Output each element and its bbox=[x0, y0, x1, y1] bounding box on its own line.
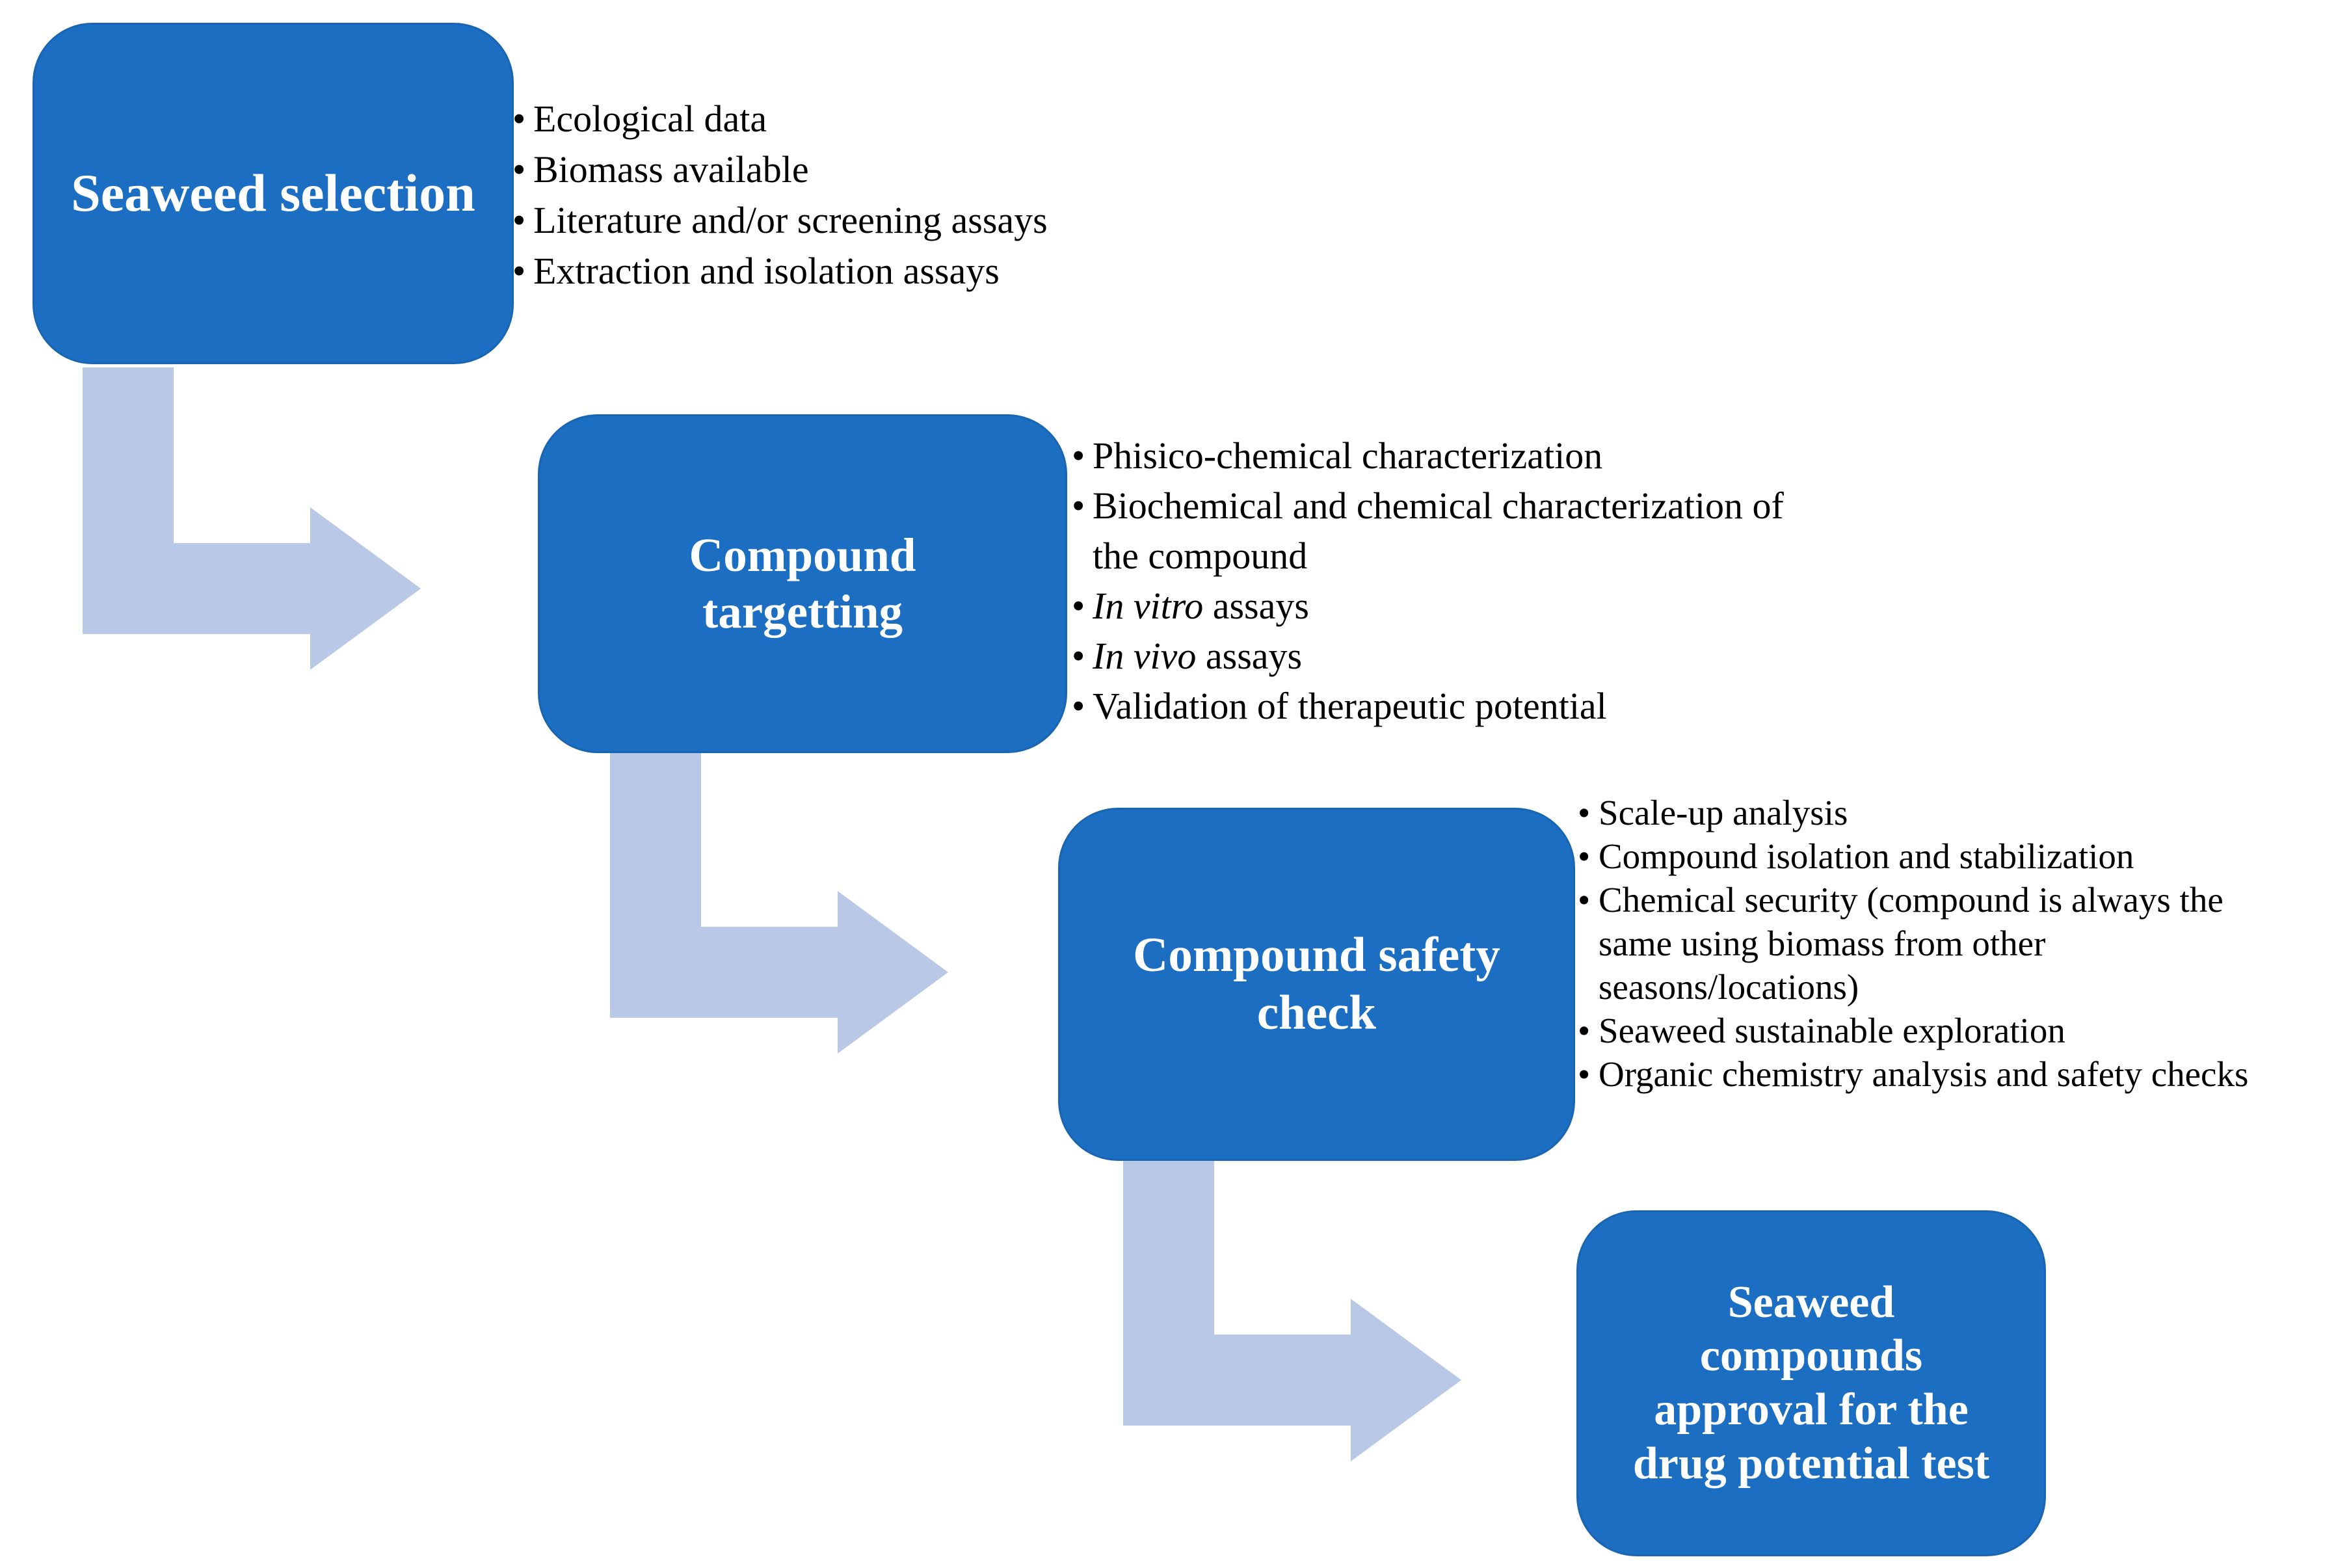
text-segment: assays bbox=[1203, 585, 1309, 627]
text-segment: Literature and/or screening assays bbox=[533, 199, 1048, 241]
text-segment: same using biomass from other bbox=[1599, 924, 2046, 963]
bent-arrow-shape bbox=[1123, 1159, 1461, 1461]
text-segment: Phisico-chemical characterization bbox=[1093, 434, 1603, 477]
text-segment: Biochemical and chemical characterizatio… bbox=[1093, 485, 1784, 527]
box-title-compound-targetting: Compound targetting bbox=[689, 529, 916, 638]
text-segment: Organic chemistry analysis and safety ch… bbox=[1599, 1054, 2249, 1094]
text-segment: Validation of therapeutic potential bbox=[1093, 685, 1607, 727]
box-title-seaweed-selection: Seaweed selection bbox=[71, 163, 475, 223]
bullet-item: Scale-up analysis bbox=[1578, 791, 2248, 834]
bullet-item: Compound isolation and stabilization bbox=[1578, 834, 2248, 878]
process-box-seaweed-compounds-approval: Seaweed compounds approval for the drug … bbox=[1576, 1210, 2046, 1556]
process-box-compound-targetting: Compound targetting bbox=[538, 414, 1067, 753]
text-segment: Scale-up analysis bbox=[1599, 793, 1848, 832]
process-box-compound-safety-check: Compound safety check bbox=[1058, 808, 1575, 1161]
text-segment: Ecological data bbox=[533, 98, 767, 140]
text-segment: Extraction and isolation assays bbox=[533, 250, 1000, 292]
bullet-item: In vitro assays bbox=[1072, 581, 1784, 631]
bent-arrow-shape bbox=[83, 367, 421, 670]
bullet-item: Biochemical and chemical characterizatio… bbox=[1072, 481, 1784, 581]
bullet-item: Biomass available bbox=[512, 144, 1048, 195]
bent-arrow-shape bbox=[610, 751, 948, 1054]
text-segment: the compound bbox=[1093, 535, 1308, 577]
bullet-item: Seaweed sustainable exploration bbox=[1578, 1009, 2248, 1052]
bullet-item: Phisico-chemical characterization bbox=[1072, 431, 1784, 481]
text-segment: Compound isolation and stabilization bbox=[1599, 836, 2134, 876]
bullet-item: Organic chemistry analysis and safety ch… bbox=[1578, 1052, 2249, 1096]
text-segment: Seaweed sustainable exploration bbox=[1599, 1011, 2065, 1050]
box-title-seaweed-compounds-approval: Seaweed compounds approval for the drug … bbox=[1632, 1277, 1990, 1489]
italic-text-segment: In vivo bbox=[1093, 635, 1197, 677]
bullet-item: Ecological data bbox=[512, 94, 1048, 144]
text-segment: assays bbox=[1196, 635, 1303, 677]
bullet-item: In vivo assays bbox=[1072, 631, 1784, 681]
bullet-list-compound-targetting: Phisico-chemical characterizationBiochem… bbox=[1072, 431, 1784, 731]
bullet-list-seaweed-selection: Ecological dataBiomass availableLiteratu… bbox=[512, 94, 1048, 297]
elbow-arrow-step2-to-step3 bbox=[610, 751, 948, 1054]
elbow-arrow-step3-to-step4 bbox=[1123, 1159, 1461, 1461]
elbow-arrow-step1-to-step2 bbox=[83, 367, 421, 670]
bullet-list-compound-safety-check: Scale-up analysisCompound isolation and … bbox=[1578, 791, 2249, 1096]
bullet-item: Literature and/or screening assays bbox=[512, 195, 1048, 246]
text-segment: Chemical security (compound is always th… bbox=[1599, 880, 2223, 920]
italic-text-segment: In vitro bbox=[1093, 585, 1204, 627]
box-title-compound-safety-check: Compound safety check bbox=[1133, 928, 1500, 1040]
bullet-item: Extraction and isolation assays bbox=[512, 246, 1048, 297]
text-segment: Biomass available bbox=[533, 148, 809, 191]
process-box-seaweed-selection: Seaweed selection bbox=[33, 23, 514, 364]
bullet-item: Validation of therapeutic potential bbox=[1072, 681, 1784, 731]
bullet-item: Chemical security (compound is always th… bbox=[1578, 878, 2248, 1009]
text-segment: seasons/locations) bbox=[1599, 967, 1859, 1007]
